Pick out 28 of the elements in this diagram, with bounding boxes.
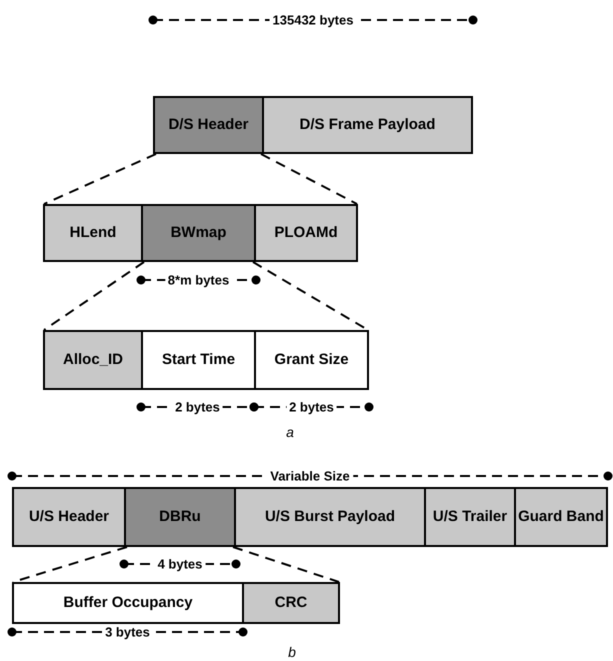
dimension-label: 2 bytes [172,400,223,414]
frame-field: Guard Band [514,487,608,547]
frame-field: D/S Header [153,96,264,154]
dimension-label: 3 bytes [102,624,153,640]
dimension-label: Variable Size [267,468,353,484]
frame-field: Grant Size [254,330,369,390]
frame-field: CRC [242,582,340,624]
panel-caption: a [286,424,294,440]
frame-field: Buffer Occupancy [12,582,244,624]
frame-field: Alloc_ID [43,330,143,390]
frame-field: U/S Trailer [424,487,516,547]
frame-field: Start Time [141,330,256,390]
panel-caption: b [288,644,296,660]
frame-field: U/S Burst Payload [234,487,426,547]
dimension-label: 135432 bytes [270,12,356,28]
expansion-line [232,546,340,583]
frame-field: HLend [43,204,143,262]
expansion-line [43,261,145,331]
frame-field: PLOAMd [254,204,358,262]
frame-field: DBRu [124,487,236,547]
dimension-label: 2 bytes [286,400,337,414]
expansion-line [44,153,156,205]
frame-field: D/S Frame Payload [262,96,473,154]
dimension-label: 4 bytes [154,556,206,572]
dimension-label: 8*m bytes [164,272,232,288]
expansion-line [260,153,358,205]
frame-field: BWmap [141,204,256,262]
frame-field: U/S Header [12,487,126,547]
